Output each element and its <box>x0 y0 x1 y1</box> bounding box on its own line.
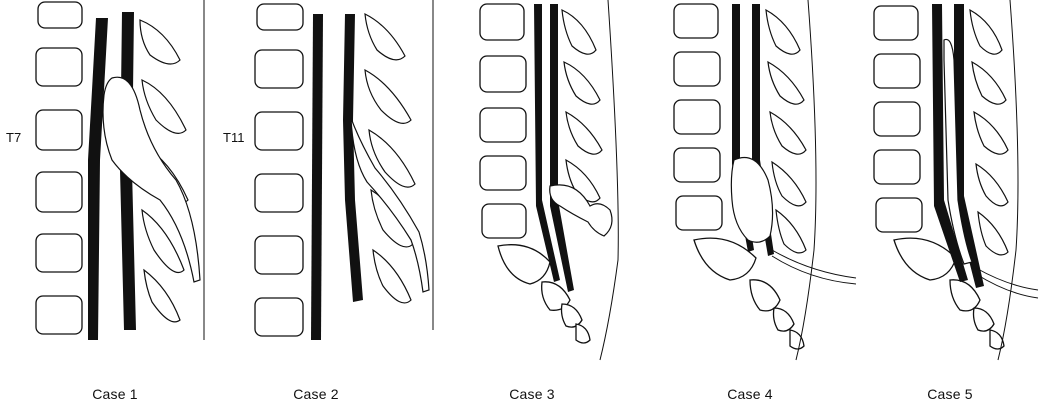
caption: Case 2 <box>216 386 416 402</box>
spinal-cord <box>311 14 363 340</box>
panel-case-2: T11 Case 2 <box>215 0 445 407</box>
filum-lower <box>772 256 856 284</box>
filum-lower <box>976 274 1038 298</box>
posterior-line <box>998 0 1018 360</box>
spinous-processes <box>970 10 1008 255</box>
level-label: T7 <box>6 130 21 145</box>
spine-diagram-case-1 <box>0 0 210 380</box>
lesion <box>731 158 772 243</box>
spinal-cord <box>534 4 574 292</box>
panel-case-4: Case 4 <box>660 0 860 407</box>
spinous-processes <box>562 10 602 202</box>
panel-case-5: Case 5 <box>860 0 1040 407</box>
caption: Case 4 <box>650 386 850 402</box>
spine-diagram-case-5 <box>860 0 1040 380</box>
caption: Case 5 <box>850 386 1040 402</box>
panel-case-1: T7 Case 1 <box>0 0 210 407</box>
vertebral-bodies <box>36 2 82 334</box>
posterior-line <box>600 0 618 360</box>
vertebral-bodies <box>255 4 303 336</box>
spinous-processes <box>365 14 415 303</box>
spine-diagram-case-3 <box>450 0 640 380</box>
panel-case-3: Case 3 <box>450 0 640 407</box>
posterior-line <box>796 0 816 360</box>
caption: Case 3 <box>432 386 632 402</box>
level-label: T11 <box>223 130 244 145</box>
caption: Case 1 <box>15 386 215 402</box>
spine-diagram-case-2 <box>215 0 445 380</box>
spine-diagram-case-4 <box>660 0 860 380</box>
